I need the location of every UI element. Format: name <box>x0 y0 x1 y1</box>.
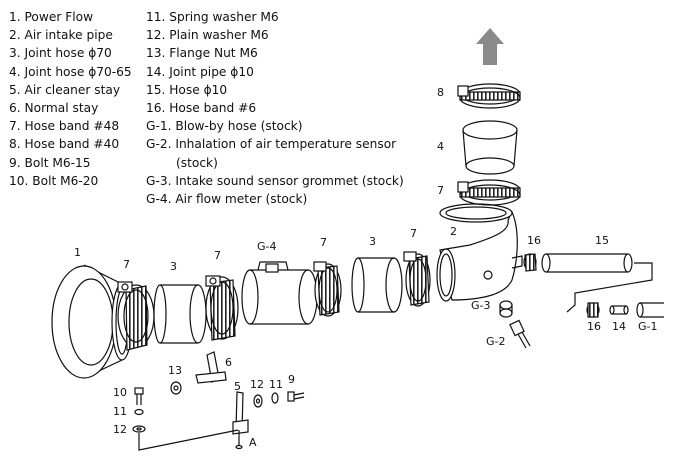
legend-item: G-3. Intake sound sensor grommet (stock) <box>146 173 404 188</box>
callout-g2: G-2 <box>486 335 506 348</box>
callout-2: 2 <box>450 225 457 238</box>
joint-hose-70-b <box>351 257 403 313</box>
callout-7: 7 <box>410 227 417 240</box>
legend-item: G-4. Air flow meter (stock) <box>146 192 308 207</box>
legend-item: 3. Joint hose ϕ70 <box>9 46 112 61</box>
hose-connection-leader <box>566 262 653 313</box>
joint-hose-70-a <box>153 284 207 344</box>
callout-7: 7 <box>123 258 130 271</box>
callout-g1: G-1 <box>638 320 658 333</box>
callout-12: 12 <box>250 378 264 391</box>
hose-band-40 <box>457 83 521 109</box>
legend-item: 6. Normal stay <box>9 101 99 116</box>
callout-3: 3 <box>369 235 376 248</box>
joint-pipe-10 <box>609 305 629 315</box>
legend-item: 7. Hose band #48 <box>9 119 120 134</box>
callout-g3: G-3 <box>471 299 491 312</box>
callout-9: 9 <box>288 373 295 386</box>
legend-item: 14. Joint pipe ϕ10 <box>146 64 254 79</box>
intake-sound-sensor-grommet <box>499 300 513 318</box>
normal-stay <box>195 351 227 384</box>
callout-4: 4 <box>437 140 444 153</box>
callout-11: 11 <box>113 405 127 418</box>
legend-item: G-1. Blow-by hose (stock) <box>146 119 303 134</box>
callout-7: 7 <box>214 249 221 262</box>
legend-item-continued: (stock) <box>176 155 218 170</box>
point-a-marker <box>235 444 243 450</box>
up-arrow-icon <box>476 28 504 65</box>
callout-g4: G-4 <box>257 240 277 253</box>
callout-7: 7 <box>437 184 444 197</box>
joint-hose-70-65 <box>462 120 518 175</box>
legend-item: 5. Air cleaner stay <box>9 82 121 97</box>
fastener-leader-line <box>138 429 239 451</box>
legend-item: 9. Bolt M6-15 <box>9 155 91 170</box>
legend-item: 4. Joint hose ϕ70-65 <box>9 64 132 79</box>
callout-16: 16 <box>587 320 601 333</box>
spring-washer-m6-a <box>271 392 279 404</box>
hose-10 <box>541 253 633 273</box>
hose-band-6-b <box>586 302 600 318</box>
hose-band-48-c <box>313 261 342 317</box>
hose-band-6-a <box>523 253 537 272</box>
spring-washer-m6-b <box>134 408 144 416</box>
legend-item: 10. Bolt M6-20 <box>9 173 99 188</box>
legend-item: 12. Plain washer M6 <box>146 28 269 43</box>
parts-legend-right: 11. Spring washer M6 12. Plain washer M6… <box>146 8 404 208</box>
legend-item: 1. Power Flow <box>9 10 94 24</box>
legend-item: 13. Flange Nut M6 <box>146 46 258 61</box>
hose-band-48-b <box>205 275 239 341</box>
callout-10: 10 <box>113 386 127 399</box>
legend-item: 16. Hose band #6 <box>146 101 257 116</box>
legend-item: G-2. Inhalation of air temperature senso… <box>146 137 397 152</box>
blow-by-hose <box>636 302 664 318</box>
air-temperature-sensor <box>509 319 531 349</box>
callout-1: 1 <box>74 246 81 259</box>
hose-band-48-e <box>457 179 521 206</box>
air-cleaner-stay <box>232 391 249 435</box>
callout-5: 5 <box>234 380 241 393</box>
legend-item: 11. Spring washer M6 <box>146 10 279 24</box>
legend-item: 8. Hose band #40 <box>9 137 120 152</box>
callout-7: 7 <box>320 236 327 249</box>
callout-a: A <box>249 436 257 449</box>
legend-item: 15. Hose ϕ10 <box>146 82 228 97</box>
callout-8: 8 <box>437 86 444 99</box>
callout-11: 11 <box>269 378 283 391</box>
callout-6: 6 <box>225 356 232 369</box>
plain-washer-m6-b <box>132 425 146 433</box>
callout-3: 3 <box>170 260 177 273</box>
plain-washer-m6-a <box>253 394 263 408</box>
callout-14: 14 <box>612 320 626 333</box>
hose-band-48-d <box>403 251 431 307</box>
air-intake-pipe <box>436 203 523 302</box>
callout-16: 16 <box>527 234 541 247</box>
callout-13: 13 <box>168 364 182 377</box>
bolt-m6-15 <box>287 391 305 402</box>
flange-nut-m6 <box>170 381 182 395</box>
legend-item: 2. Air intake pipe <box>9 28 113 43</box>
parts-legend-left: 1. Power Flow 2. Air intake pipe 3. Join… <box>9 8 132 190</box>
callout-12: 12 <box>113 423 127 436</box>
air-flow-meter <box>241 261 318 325</box>
bolt-m6-20 <box>134 387 144 405</box>
callout-labels: 1 7 3 7 G-4 7 3 7 2 16 15 8 4 7 G-3 G-2 … <box>74 86 658 449</box>
callout-15: 15 <box>595 234 609 247</box>
